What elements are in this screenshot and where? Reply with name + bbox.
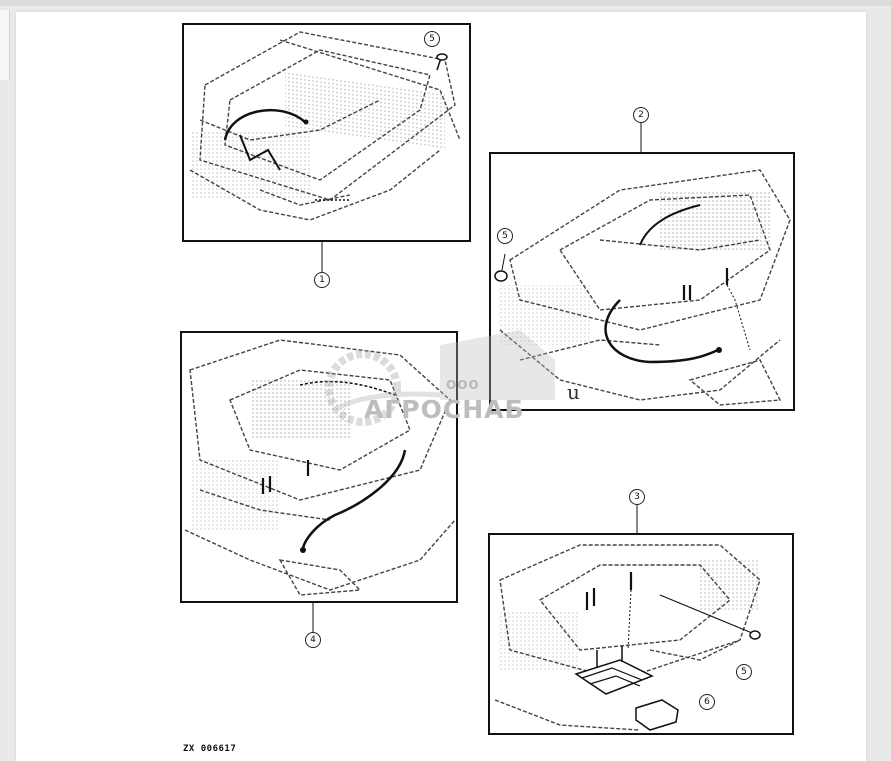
watermark-name: АГРОСНАБ <box>364 395 525 424</box>
callout-part-5-panel-2: 5 <box>497 228 513 244</box>
panel-4 <box>180 331 458 632</box>
stray-mark: u <box>567 380 580 404</box>
top-strip <box>0 0 891 6</box>
panel-3 <box>488 499 794 735</box>
watermark-logo <box>325 330 555 426</box>
callout-panel-2: 2 <box>633 107 649 123</box>
callout-part-5-panel-1: 5 <box>424 31 440 47</box>
side-tab <box>0 10 10 80</box>
figure-id: ZX 006617 <box>183 744 237 754</box>
panel-2 <box>489 122 795 411</box>
panel-1 <box>182 23 471 272</box>
callout-panel-3: 3 <box>629 489 645 505</box>
callout-part-5-panel-3: 5 <box>736 664 752 680</box>
watermark-prefix: ООО <box>446 378 480 392</box>
callout-panel-1: 1 <box>314 272 330 288</box>
callout-panel-4: 4 <box>305 632 321 648</box>
callout-part-6-panel-3: 6 <box>699 694 715 710</box>
